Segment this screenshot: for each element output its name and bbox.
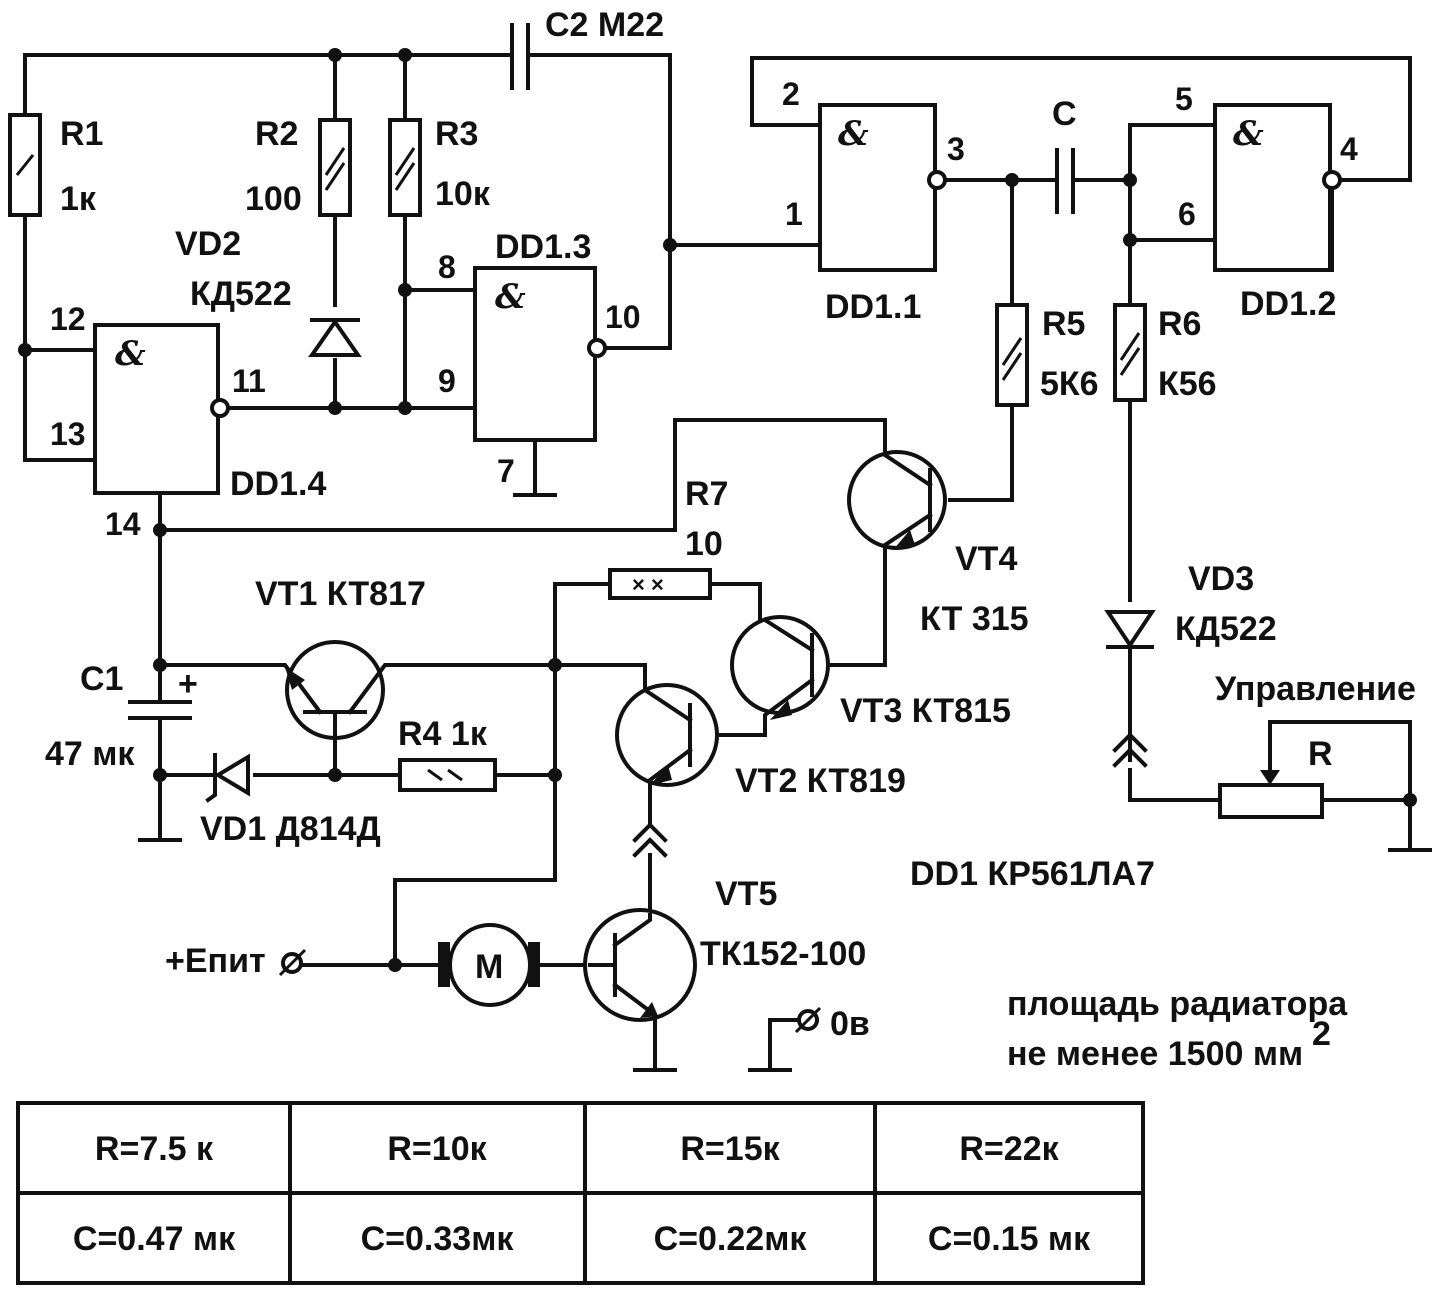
resistor-r2 [318,118,352,217]
table-cell: R=15к [680,1130,780,1168]
supply-label: +Eпит [165,942,266,980]
motor [438,923,540,1007]
pin-4: 4 [1340,131,1358,167]
motor-label: M [475,948,503,986]
r5-value: 5К6 [1040,365,1099,403]
resistor-r4 [398,758,497,792]
r7-value: 10 [685,525,723,563]
vd2-value: КД522 [190,275,292,313]
pin-13: 13 [50,416,86,452]
r6-name: R6 [1158,305,1201,343]
pin-1: 1 [785,196,803,232]
dd1-3-label: DD1.3 [495,228,591,266]
connector-chevron [632,822,668,858]
c1-name: C1 [80,660,123,698]
note-line2: не менее 1500 мм [1007,1035,1303,1073]
pin-12: 12 [50,301,86,337]
vt5-value: ТК152-100 [700,935,866,973]
dd1-4-label: DD1.4 [230,465,326,503]
zener-vd1 [205,753,250,803]
c1-polarity: + [178,665,198,703]
table-cell: R=22к [959,1130,1059,1168]
gate-symbol: & [495,277,526,317]
r7-name: R7 [685,475,728,513]
pin-2: 2 [782,76,800,112]
pin-3: 3 [947,131,965,167]
table-cell: C=0.47 мк [73,1220,236,1258]
dd1-1-label: DD1.1 [825,288,921,326]
inverter-bubble [210,398,230,418]
gate-symbol: & [838,114,869,154]
pin-6: 6 [1178,196,1196,232]
pin-9: 9 [438,363,456,399]
table-cell: C=0.15 мк [928,1220,1091,1258]
table-cell: C=0.22мк [654,1220,808,1258]
resistor-r5 [995,303,1029,407]
gate-dd1-4 [93,323,220,495]
r3-value: 10к [435,175,491,213]
r5-name: R5 [1042,305,1085,343]
table-cell: R=10к [387,1130,487,1168]
connector-chevron [1112,732,1148,768]
potentiometer-r [1218,783,1324,819]
pin-14: 14 [105,506,141,542]
r3-name: R3 [435,115,478,153]
r2-value: 100 [245,180,302,218]
pin-7: 7 [497,453,515,489]
diode-vd3 [1104,610,1156,649]
gate-dd1-3 [473,266,597,442]
vt4-value: КТ 315 [920,600,1029,638]
vd3-value: КД522 [1175,610,1277,648]
c2-label: C2 M22 [545,6,664,44]
transistor-vt5 [583,908,697,1022]
r2-name: R2 [255,115,298,153]
vt3-label: VT3 КТ815 [840,692,1011,730]
inverter-bubble [587,338,607,358]
note-line1: площадь радиатора [1007,985,1348,1023]
resistor-r6 [1113,303,1147,402]
r1-value: 1к [60,180,97,218]
r6-value: К56 [1158,365,1217,403]
resistor-r1 [8,113,42,217]
gate-symbol: & [115,334,146,374]
pin-11: 11 [232,363,266,399]
table-cell: C=0.33мк [361,1220,515,1258]
r1-name: R1 [60,115,103,153]
vt1-label: VT1 КТ817 [255,575,426,613]
c1-value: 47 мк [45,735,135,773]
inverter-bubble [1322,170,1342,190]
gate-symbol: & [1233,114,1264,154]
capacitor-c [1055,148,1075,214]
pin-5: 5 [1175,81,1193,117]
vt2-label: VT2 КТ819 [735,762,906,800]
pot-r-label: R [1308,735,1333,773]
resistor-r3 [388,118,422,217]
control-label: Управление [1215,670,1416,708]
chip-label: DD1 КР561ЛА7 [910,855,1155,893]
capacitor-c1 [128,700,192,720]
note-superscript: 2 [1312,1015,1331,1053]
vt5-name: VT5 [715,875,777,913]
inverter-bubble [927,170,947,190]
c-label: C [1052,95,1077,133]
vt4-name: VT4 [955,540,1017,578]
gate-dd1-2 [1213,103,1332,272]
values-table [16,1101,1145,1285]
pin-8: 8 [438,249,456,285]
dd1-2-label: DD1.2 [1240,285,1336,323]
capacitor-c2 [510,23,530,90]
vd2-name: VD2 [175,225,241,263]
r4-label: R4 1к [398,715,488,753]
table-cell: R=7.5 к [95,1130,214,1168]
diode-vd2 [308,318,362,357]
svg-text:× ×: × × [632,572,664,597]
pin-10: 10 [605,299,641,335]
ground-label: 0в [830,1005,870,1043]
vd1-label: VD1 Д814Д [200,810,381,848]
vd3-name: VD3 [1188,560,1254,598]
